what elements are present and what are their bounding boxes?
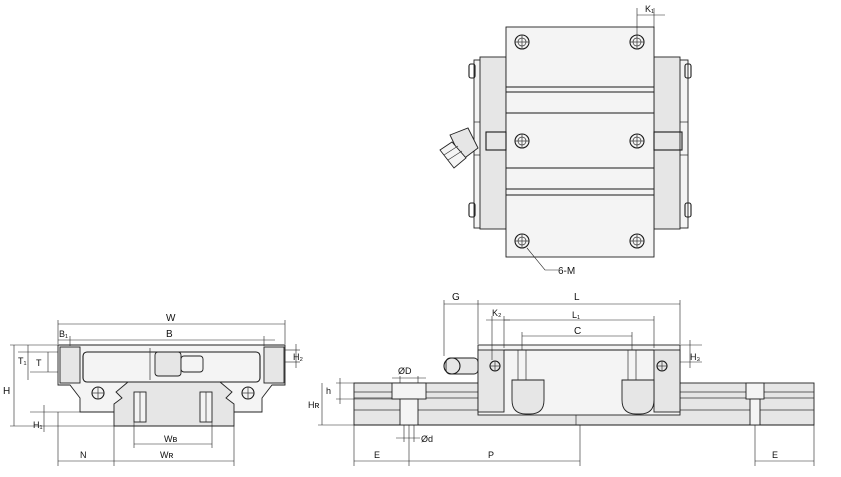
- side-view: G L K₂ L₁ C H₃ ØD h Hʀ: [308, 292, 815, 466]
- top-view-end-cap-left: [479, 56, 507, 230]
- end-view-rail: [113, 381, 235, 427]
- label-E-left: E: [374, 450, 380, 460]
- label-K2: K₂: [492, 308, 502, 318]
- top-view: K₁ 6-M: [439, 4, 692, 277]
- label-H2: H₂: [293, 352, 303, 362]
- label-WR: Wʀ: [160, 450, 173, 460]
- label-T1: T₁: [18, 356, 27, 366]
- end-view: W B₁ B T₁ T H H₁ H₂ Wʙ: [3, 313, 303, 466]
- label-E-right: E: [772, 450, 778, 460]
- label-L1: L₁: [572, 310, 580, 320]
- label-WB: Wʙ: [164, 434, 177, 444]
- label-6-M: 6-M: [558, 266, 575, 277]
- mounting-holes: [514, 34, 645, 249]
- label-G: G: [452, 292, 460, 303]
- top-view-block: [505, 26, 655, 258]
- label-H1: H₁: [33, 420, 43, 430]
- label-K1: K₁: [645, 4, 654, 14]
- label-C: C: [574, 326, 581, 337]
- label-H3: H₃: [690, 352, 700, 362]
- label-PhiD: ØD: [398, 366, 412, 376]
- label-H: H: [3, 386, 10, 397]
- label-W: W: [166, 313, 176, 324]
- label-P: P: [488, 450, 494, 460]
- grease-nipple-icon: [439, 127, 479, 169]
- label-HR: Hʀ: [308, 400, 319, 410]
- label-B1: B₁: [59, 329, 68, 339]
- label-Phid: Ød: [421, 434, 433, 444]
- label-L: L: [574, 292, 580, 303]
- label-N: N: [80, 450, 87, 460]
- label-T: T: [36, 358, 42, 368]
- label-h: h: [326, 386, 331, 396]
- label-B: B: [166, 329, 173, 340]
- top-view-end-cap-right: [653, 56, 681, 230]
